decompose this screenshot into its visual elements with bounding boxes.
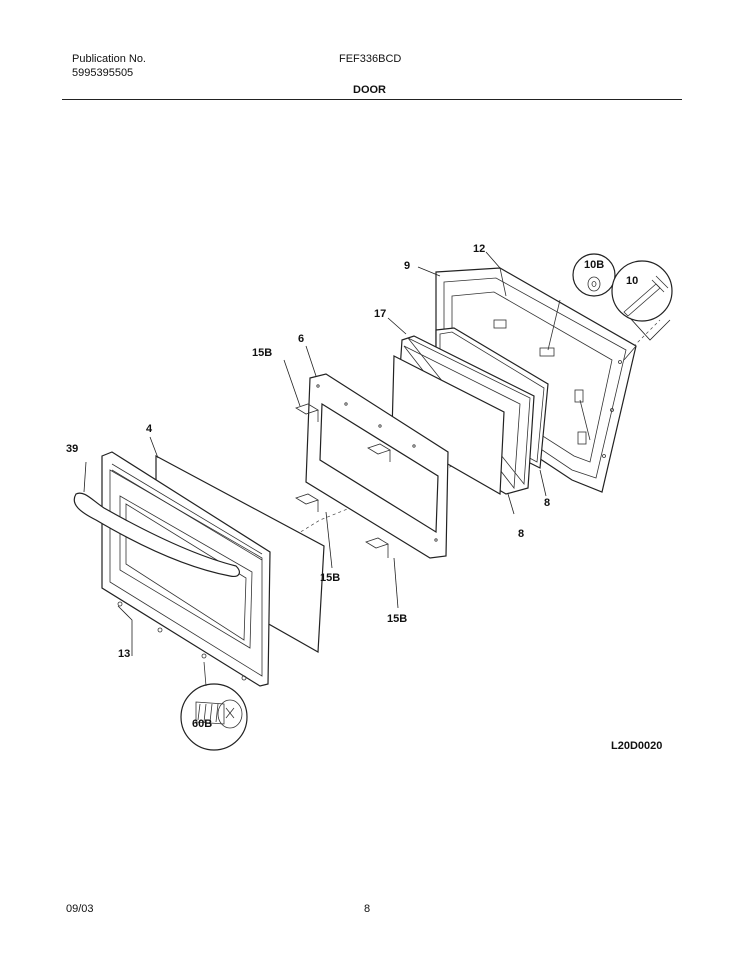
- bolt-detail-bubble: [611, 260, 673, 341]
- door-liner-frame: [305, 373, 449, 559]
- callout-handle: 39: [66, 443, 78, 455]
- screw-icon: [157, 627, 163, 633]
- outer-door-panel: [101, 451, 271, 687]
- callout-bolt: 10: [626, 275, 638, 287]
- callout-clip-bottom: 15B: [387, 613, 407, 625]
- diagram-code: L20D0020: [611, 740, 663, 752]
- hinge-clip-top-right: [367, 443, 391, 462]
- screw-detail-bubble: [180, 661, 248, 751]
- callout-panel-edge: 12: [473, 243, 485, 255]
- callout-glass-front: 8: [518, 528, 524, 540]
- callout-screw: 60B: [192, 718, 212, 730]
- publication-number: 5995395505: [72, 67, 134, 79]
- callout-glass-rear: 8: [544, 497, 550, 509]
- door-handle: [73, 492, 240, 577]
- door-glass-panel: [391, 335, 535, 496]
- callout-clip-top: 15B: [252, 347, 272, 359]
- callout-liner-frame: 6: [298, 333, 304, 345]
- callout-clip-mid: 15B: [320, 572, 340, 584]
- publication-label: Publication No.: [72, 53, 146, 65]
- header-divider: [62, 99, 682, 100]
- callout-glass-panel: 17: [374, 308, 386, 320]
- hinge-clip-mid-left: [295, 493, 319, 512]
- screw-icon: [201, 653, 207, 659]
- hinge-clip-bottom-right: [365, 537, 389, 558]
- section-title: DOOR: [353, 84, 386, 96]
- model-number: FEF336BCD: [339, 53, 402, 65]
- hinge-clip-top-left: [295, 403, 319, 422]
- callout-inner-panel: 9: [404, 260, 410, 272]
- screw-icon: [117, 601, 123, 607]
- footer-date: 09/03: [66, 903, 94, 915]
- callout-outer-glass: 4: [146, 423, 153, 435]
- page-number: 8: [364, 903, 371, 915]
- callout-outer-panel: 13: [118, 648, 130, 660]
- callout-washer: 10B: [584, 259, 604, 271]
- screw-icon: [241, 675, 247, 681]
- washer-detail-bubble: [572, 253, 616, 297]
